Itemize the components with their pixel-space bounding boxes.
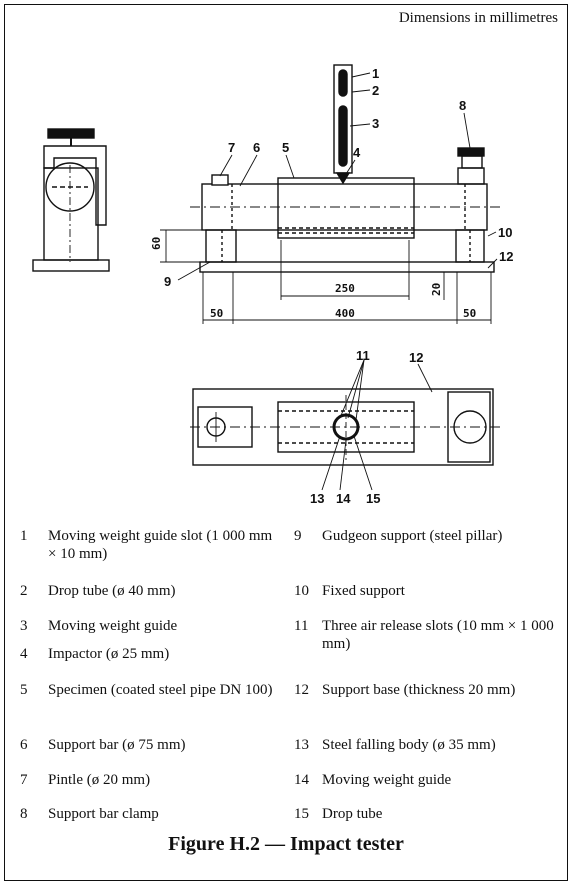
- label-6: 6: [253, 140, 260, 155]
- label-14: 14: [336, 491, 351, 506]
- dim-50-left: 50: [210, 307, 223, 320]
- end-view: [32, 128, 110, 272]
- dim-50-right: 50: [463, 307, 476, 320]
- support-base: [199, 261, 495, 273]
- front-elevation: 7 6 5 4 1 2 3 8 10 12 9 60 250 20 50 400…: [150, 64, 513, 324]
- dim-400: 400: [335, 307, 355, 320]
- end-view-bar-section: [45, 162, 95, 212]
- figure-frame: [4, 4, 568, 881]
- figure-caption: Figure H.2 — Impact tester: [168, 833, 404, 855]
- dim-20: 20: [430, 283, 443, 296]
- label-9: 9: [164, 274, 171, 289]
- end-view-clamp: [43, 145, 107, 226]
- label-12: 12: [499, 249, 513, 264]
- label-2: 2: [372, 83, 379, 98]
- label-10: 10: [498, 225, 512, 240]
- label-4: 4: [353, 145, 361, 160]
- pintle: [211, 174, 229, 186]
- guide-slot-top: [338, 69, 348, 97]
- end-view-pillar: [43, 167, 99, 261]
- end-view-base: [32, 259, 110, 272]
- dimension-lines: [160, 229, 492, 324]
- support-bar: [201, 183, 488, 231]
- specimen-pipe: [277, 177, 415, 239]
- fixed-support: [455, 229, 485, 263]
- label-13: 13: [310, 491, 324, 506]
- label-8: 8: [459, 98, 466, 113]
- dim-60: 60: [150, 237, 163, 250]
- impact-tester-drawing: 7 6 5 4 1 2 3 8 10 12 9 60 250 20 50 400…: [32, 64, 513, 506]
- label-15: 15: [366, 491, 380, 506]
- label-5: 5: [282, 140, 289, 155]
- plan-view: 11 12 13 14 15: [190, 348, 500, 506]
- moving-weight: [338, 105, 348, 167]
- end-view-knob: [47, 128, 95, 139]
- label-12-plan: 12: [409, 350, 423, 365]
- label-11: 11: [356, 348, 370, 363]
- gudgeon-pillar: [205, 229, 237, 263]
- label-1: 1: [372, 66, 379, 81]
- support-bar-clamp: [457, 167, 485, 185]
- dim-250: 250: [335, 282, 355, 295]
- clamp-knob: [457, 147, 485, 157]
- units-note: Dimensions in millimetres: [398, 10, 558, 26]
- label-7: 7: [228, 140, 235, 155]
- label-3: 3: [372, 116, 379, 131]
